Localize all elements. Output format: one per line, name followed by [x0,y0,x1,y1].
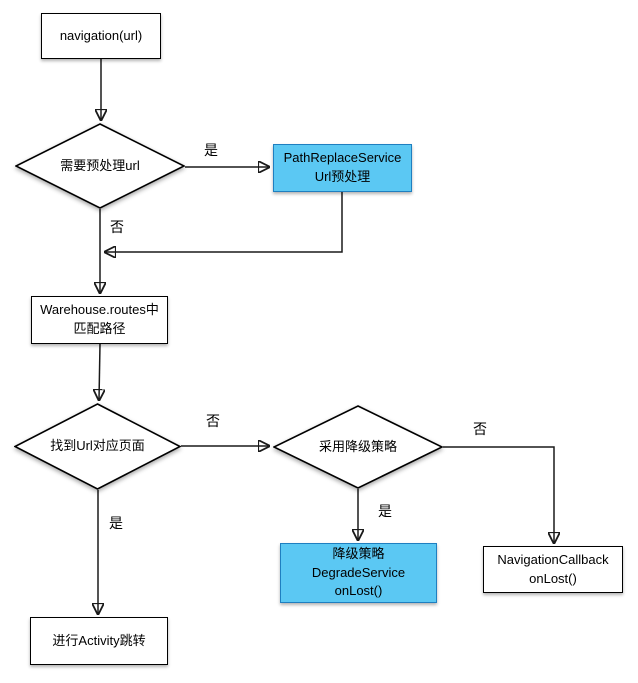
node-degrade-decision: 采用降级策略 [273,405,443,489]
diamond-shape [15,123,185,209]
edge-label-preprocess-no: 否 [110,219,124,235]
node-warehouse-routes: Warehouse.routes中 匹配路径 [31,296,168,344]
diamond-shape [14,403,181,490]
edge-label-degrade-no: 否 [473,421,487,437]
edge-degrade-decision-no-to-navigation-callback [443,446,554,543]
node-degrade-service-label: 降级策略 DegradeService onLost() [311,545,406,599]
edge-label-find-page-no: 否 [206,413,220,429]
node-need-preprocess-label: 需要预处理url [60,157,140,173]
edge-label-find-page-yes: 是 [109,515,123,531]
diamond-shape [273,405,443,489]
node-path-replace-service: PathReplaceService Url预处理 [273,144,412,192]
node-find-page: 找到Url对应页面 [14,403,181,490]
edge-label-preprocess-yes: 是 [204,142,218,158]
node-need-preprocess: 需要预处理url [15,123,185,209]
node-navigation-callback: NavigationCallback onLost() [483,546,623,593]
node-path-replace-service-label: PathReplaceService Url预处理 [283,150,402,184]
node-navigation-callback-label: NavigationCallback onLost() [497,551,609,586]
node-activity-jump-label: 进行Activity跳转 [52,632,146,648]
node-navigation-label: navigation(url) [59,27,143,43]
node-degrade-service: 降级策略 DegradeService onLost() [280,543,437,603]
node-warehouse-routes-label: Warehouse.routes中 匹配路径 [40,302,159,336]
node-degrade-decision-label: 采用降级策略 [318,438,397,454]
edge-warehouse-to-find-page [99,343,100,400]
edge-label-degrade-yes: 是 [378,503,392,519]
node-activity-jump: 进行Activity跳转 [30,617,168,665]
node-navigation: navigation(url) [41,13,161,59]
node-find-page-label: 找到Url对应页面 [50,438,145,454]
